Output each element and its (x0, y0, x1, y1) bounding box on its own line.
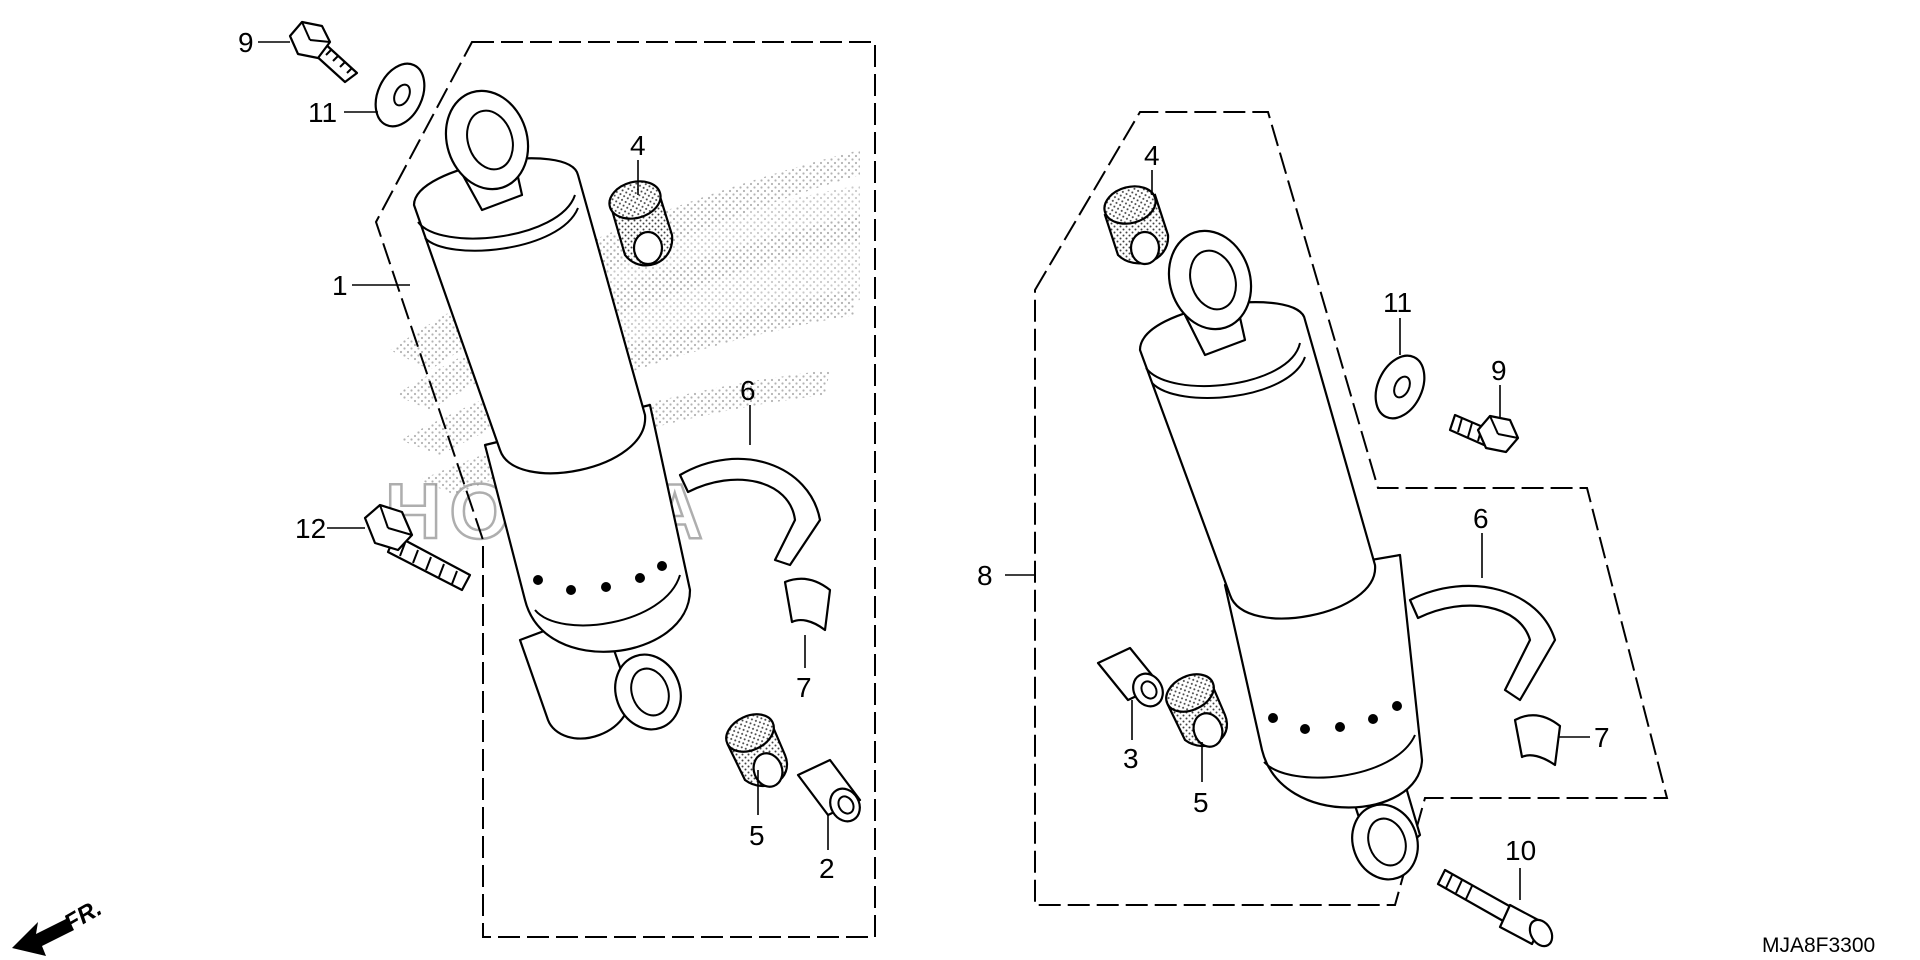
catalog-code: MJA8F3300 (1762, 934, 1875, 957)
callouts: 9 11 1 4 6 12 7 5 2 4 11 9 8 6 7 3 5 10 (238, 27, 1610, 884)
flange-bolt-9-left (288, 20, 359, 84)
rubber-bushing-5-left (725, 713, 788, 788)
flange-bolt-12 (363, 503, 472, 592)
callout-6-right: 6 (1473, 503, 1489, 534)
callout-4-right: 4 (1144, 140, 1160, 171)
callout-5-right: 5 (1193, 787, 1209, 818)
callout-4-left: 4 (630, 130, 646, 161)
collar-2 (796, 758, 862, 823)
callout-9-left: 9 (238, 27, 254, 58)
label-7-left (783, 577, 832, 632)
front-direction-arrow: FR. (12, 894, 106, 956)
callout-11-right: 11 (1383, 287, 1412, 318)
heat-band-6-right (1408, 584, 1557, 702)
callout-2: 2 (819, 853, 835, 884)
callout-7-left: 7 (796, 672, 812, 703)
callout-1: 1 (332, 270, 348, 301)
leader-lines (258, 41, 1590, 900)
washer-11-right (1374, 354, 1426, 420)
callout-7-right: 7 (1594, 722, 1610, 753)
left-kit-boundary (374, 41, 876, 938)
heat-band-6-left (678, 457, 822, 567)
washer-11-left (374, 62, 426, 128)
callout-8: 8 (977, 560, 993, 591)
rubber-bushing-4-left (608, 180, 674, 267)
callout-3: 3 (1123, 743, 1139, 774)
rear-shock-absorber-right (1138, 229, 1424, 881)
callout-9-right: 9 (1491, 355, 1507, 386)
rubber-bushing-5-right (1165, 673, 1228, 748)
callout-12: 12 (295, 513, 326, 544)
right-kit-boundary (1034, 111, 1669, 906)
rear-shock-absorber-left (412, 89, 692, 740)
label-7-right (1513, 714, 1562, 767)
stud-bolt-10 (1436, 868, 1554, 948)
callout-10: 10 (1505, 835, 1536, 866)
callout-11-left: 11 (308, 97, 337, 128)
callout-5-left: 5 (749, 820, 765, 851)
flange-bolt-9-right (1448, 413, 1520, 454)
rubber-bushing-4-right (1103, 185, 1170, 266)
callout-6-left: 6 (740, 375, 756, 406)
collar-3 (1096, 646, 1164, 708)
